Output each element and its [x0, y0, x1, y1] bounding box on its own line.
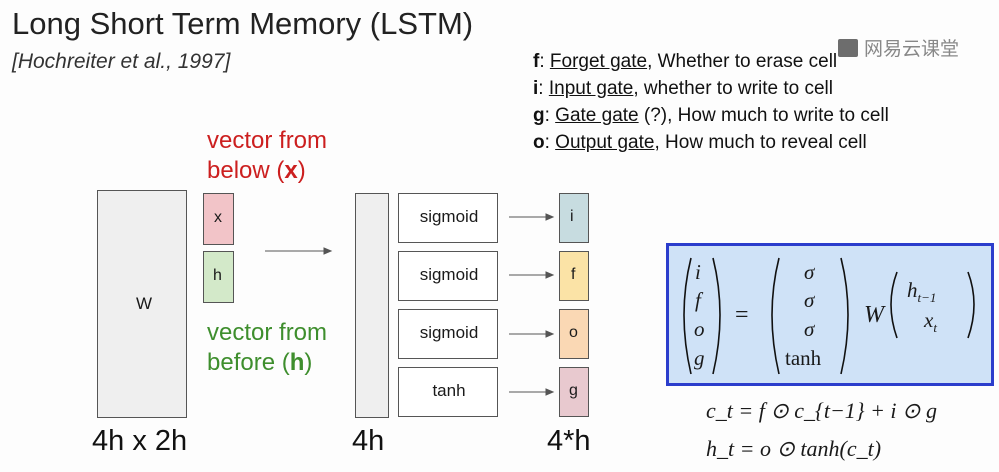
gate-output-label: i: [570, 208, 574, 225]
arrow-icon: [509, 330, 555, 338]
weight-matrix: [97, 190, 187, 418]
function-label: tanh: [432, 381, 466, 400]
matrix-brackets: [683, 257, 975, 375]
eq-equals: =: [735, 302, 749, 328]
gate-desc-f: f: Forget gate, Whether to erase cell: [533, 51, 838, 72]
vector-before-post: ): [304, 349, 313, 376]
gate-name: Gate gate: [555, 105, 639, 126]
vector-below-line2: below (x): [207, 156, 327, 186]
dim-product: 4h: [352, 425, 385, 457]
page-title: Long Short Term Memory (LSTM): [12, 6, 474, 41]
gate-i-box: i: [559, 193, 589, 243]
gate-text: , How much to reveal cell: [654, 132, 867, 153]
arrow-icon: [509, 213, 555, 221]
arrow-icon: [509, 271, 555, 279]
arrow-icon: [509, 388, 555, 396]
gate-output-label: f: [571, 266, 576, 283]
weight-matrix-label: W: [136, 294, 153, 313]
h-vector: [203, 251, 234, 303]
gate-text: , Whether to erase cell: [647, 51, 838, 72]
vector-before-line1: vector from: [207, 319, 328, 346]
eq-rhs-sigma: σ: [804, 317, 815, 341]
x-vector: [203, 193, 234, 245]
product-vector: [355, 193, 389, 418]
vector-below-label: vector from below (x): [207, 126, 327, 186]
eq-vec-x-sub: t: [933, 320, 937, 336]
function-label: sigmoid: [419, 265, 479, 284]
dim-weight: 4h x 2h: [92, 425, 188, 457]
eq-lhs-f: f: [695, 288, 701, 312]
vector-below-line1: vector from: [207, 127, 328, 154]
gate-o-box: o: [559, 309, 589, 359]
vector-before-pre: before (: [207, 349, 290, 376]
gate-output-label: g: [569, 382, 578, 399]
gate-letter: f: [533, 51, 540, 72]
dim-gates: 4*h: [547, 425, 591, 457]
eq-lhs-i: i: [695, 260, 701, 284]
eq-vec-h-var: h: [907, 278, 918, 302]
netease-logo-icon: [838, 39, 858, 57]
tanh-box-g: tanh: [398, 367, 498, 417]
arrow-icon: [265, 247, 333, 255]
h-vector-label: h: [213, 267, 222, 284]
vector-below-pre: below (: [207, 157, 285, 184]
gate-letter: g: [533, 105, 545, 126]
eq-vec-x-var: x: [924, 308, 934, 332]
gate-desc-i: i: Input gate, whether to write to cell: [533, 78, 833, 99]
watermark: 网易云课堂: [838, 34, 959, 61]
sigmoid-box-f: sigmoid: [398, 251, 498, 301]
sigmoid-box-o: sigmoid: [398, 309, 498, 359]
eq-lhs-o: o: [694, 317, 705, 341]
hidden-state-equation: h_t = o ⊙ tanh(c_t): [706, 436, 882, 461]
gate-name: Output gate: [555, 132, 655, 153]
vector-below-var: x: [284, 157, 298, 184]
gate-text: (?), How much to write to cell: [638, 105, 889, 126]
gate-letter: o: [533, 132, 545, 153]
vector-before-label: vector from before (h): [207, 318, 327, 378]
gate-text: , whether to write to cell: [633, 78, 833, 99]
vector-below-post: ): [297, 157, 306, 184]
citation: [Hochreiter et al., 1997]: [12, 50, 231, 73]
gate-letter: i: [533, 78, 539, 99]
function-label: sigmoid: [419, 323, 479, 342]
eq-vec-h: ht−1: [907, 278, 936, 306]
eq-rhs-sigma: σ: [804, 288, 815, 312]
function-label: sigmoid: [419, 207, 479, 226]
sigmoid-box-i: sigmoid: [398, 193, 498, 243]
vector-before-line2: before (h): [207, 348, 327, 378]
gate-name: Input gate: [548, 78, 634, 99]
gate-desc-g: g: Gate gate (?), How much to write to c…: [533, 105, 889, 126]
eq-weight: W: [864, 302, 884, 328]
eq-vec-x: xt: [924, 308, 937, 336]
vector-before-var: h: [289, 349, 305, 376]
watermark-text: 网易云课堂: [864, 39, 960, 60]
gate-equation-box: i f o g = σ σ σ tanh W ht−1 xt: [666, 243, 994, 386]
gate-f-box: f: [559, 251, 589, 301]
gate-desc-o: o: Output gate, How much to reveal cell: [533, 132, 867, 153]
eq-rhs-tanh: tanh: [785, 346, 822, 370]
eq-rhs-sigma: σ: [804, 260, 815, 284]
gate-output-label: o: [569, 324, 578, 341]
eq-lhs-g: g: [694, 346, 705, 370]
gate-g-box: g: [559, 367, 589, 417]
x-vector-label: x: [214, 209, 222, 226]
gate-name: Forget gate: [549, 51, 648, 72]
cell-state-equation: c_t = f ⊙ c_{t−1} + i ⊙ g: [706, 398, 937, 423]
eq-vec-h-sub: t−1: [917, 290, 937, 306]
